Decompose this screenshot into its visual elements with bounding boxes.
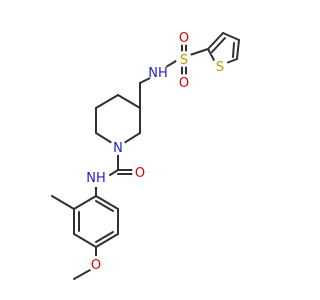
sulfonamide-nh-atom: NH bbox=[148, 62, 168, 82]
benzene-bond bbox=[73, 195, 97, 210]
sulfonyl-sulfur-atom: S bbox=[176, 51, 192, 68]
piperidine-bond bbox=[123, 132, 141, 144]
atom-label: NH bbox=[148, 66, 168, 81]
atom-label: O bbox=[179, 76, 189, 91]
ether-oxygen-atom: O bbox=[88, 256, 104, 273]
piperidine-bond bbox=[117, 94, 141, 109]
bond-set bbox=[51, 32, 240, 280]
carbonyl-nh-bond bbox=[109, 169, 119, 176]
molecule-structure: S S O O NH N O NH bbox=[51, 29, 240, 280]
atom-label: NH bbox=[86, 171, 106, 186]
atom-label: N bbox=[113, 141, 123, 156]
benzene-bond bbox=[73, 233, 97, 248]
sulfonyl-nh-bond bbox=[165, 60, 177, 68]
thiophene-bond bbox=[207, 32, 224, 50]
thiophene-double-bond bbox=[211, 37, 226, 53]
piperidine-bond bbox=[95, 94, 119, 109]
thiophene-bond bbox=[207, 48, 216, 63]
thiophene-sulfonyl-bond bbox=[189, 48, 209, 56]
benzene-double-bond bbox=[95, 200, 114, 212]
benzene-double-bond bbox=[95, 231, 114, 243]
piperidine-nitrogen-atom: N bbox=[110, 139, 126, 156]
sulfonyl-oxygen-atom: O bbox=[176, 74, 192, 91]
atom-label: S bbox=[180, 53, 188, 68]
thiophene-sulfur-atom: S bbox=[212, 58, 228, 75]
atom-label: O bbox=[179, 31, 189, 46]
piperidine-bond bbox=[95, 132, 113, 144]
atom-label: O bbox=[91, 258, 101, 273]
thiophene-double-bond bbox=[232, 42, 235, 58]
ether-methyl-bond bbox=[73, 269, 91, 280]
benzene-bond bbox=[95, 233, 119, 248]
amide-nh-atom: NH bbox=[86, 167, 106, 187]
nh-methylene-bond bbox=[139, 77, 151, 84]
sulfonyl-oxygen-atom: O bbox=[176, 29, 192, 46]
carbonyl-oxygen-atom: O bbox=[132, 164, 148, 181]
atom-label: O bbox=[135, 166, 145, 181]
thiophene-bond bbox=[222, 32, 240, 41]
benzene-bond bbox=[95, 195, 119, 210]
atom-label: S bbox=[216, 60, 224, 75]
atom-labels: S S O O NH N O NH bbox=[86, 29, 228, 273]
thiophene-bond bbox=[236, 39, 240, 60]
methyl-bond bbox=[51, 195, 75, 210]
